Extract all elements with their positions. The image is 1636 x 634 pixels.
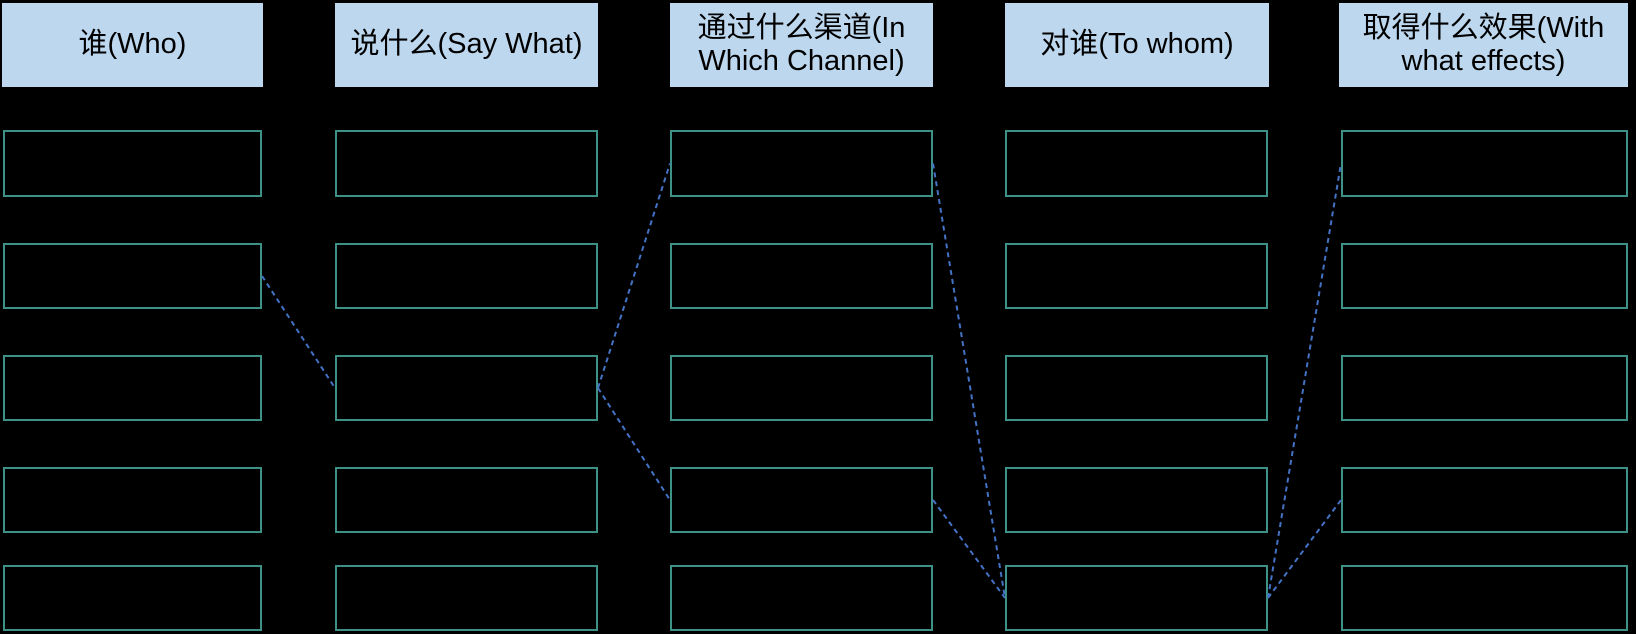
cell-with-what-effects-row1 [1341,130,1628,197]
cell-who-row3 [3,355,262,421]
cell-with-what-effects-row4 [1341,467,1628,533]
cell-who-row5 [3,565,262,631]
cell-say-what-row1 [335,130,598,197]
column-header-with-what-effects: 取得什么效果(With what effects) [1339,3,1628,87]
cell-to-whom-row5 [1005,565,1268,631]
column-header-say-what: 说什么(Say What) [335,3,598,87]
column-header-in-which-channel: 通过什么渠道(In Which Channel) [670,3,933,87]
connector-in-which-channel-r4-to-to-whom-r5 [932,499,1006,599]
column-header-who: 谁(Who) [2,3,263,87]
cell-to-whom-row1 [1005,130,1268,197]
cell-with-what-effects-row5 [1341,565,1628,631]
cell-who-row1 [3,130,262,197]
cell-in-which-channel-row1 [670,130,933,197]
cell-to-whom-row2 [1005,243,1268,309]
cell-in-which-channel-row4 [670,467,933,533]
connector-to-whom-r5-to-with-what-effects-r4 [1267,499,1342,599]
cell-in-which-channel-row2 [670,243,933,309]
cell-say-what-row3 [335,355,598,421]
cell-to-whom-row4 [1005,467,1268,533]
cell-who-row2 [3,243,262,309]
cell-to-whom-row3 [1005,355,1268,421]
cell-in-which-channel-row5 [670,565,933,631]
connector-say-what-r3-to-in-which-channel-r1 [597,163,671,389]
cell-say-what-row5 [335,565,598,631]
cell-say-what-row2 [335,243,598,309]
connector-say-what-r3-to-in-which-channel-r4 [597,387,671,501]
cell-say-what-row4 [335,467,598,533]
connector-who-r2-to-say-what-r3 [261,275,336,389]
cell-who-row4 [3,467,262,533]
cell-in-which-channel-row3 [670,355,933,421]
connector-to-whom-r5-to-with-what-effects-r1 [1267,163,1342,599]
cell-with-what-effects-row3 [1341,355,1628,421]
column-header-to-whom: 对谁(To whom) [1005,3,1269,87]
connector-in-which-channel-r1-to-to-whom-r5 [932,163,1006,599]
cell-with-what-effects-row2 [1341,243,1628,309]
